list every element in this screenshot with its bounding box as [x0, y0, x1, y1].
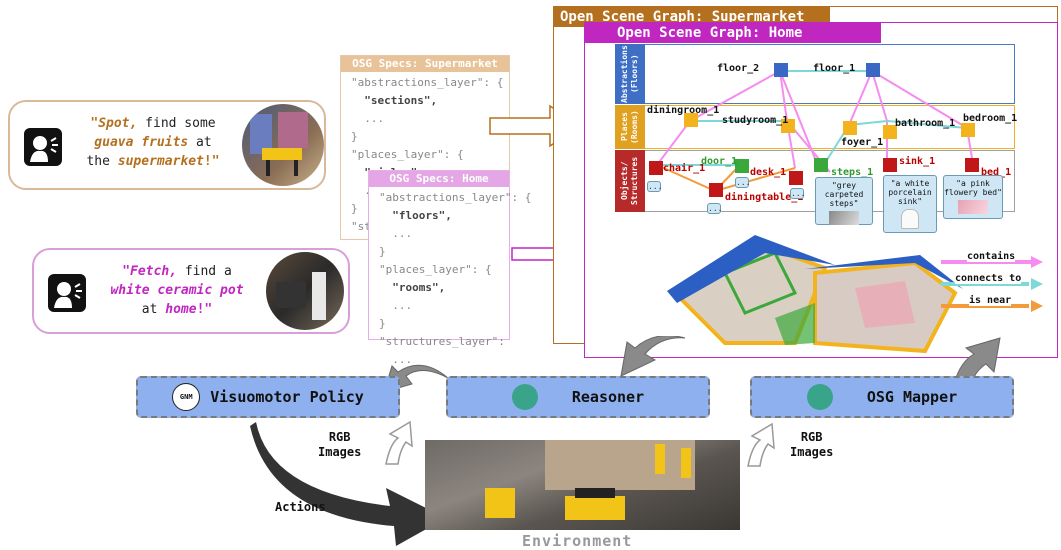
door-1-label: door_1 — [701, 156, 738, 167]
house-3d-illustration — [667, 235, 963, 354]
floor-2-cube — [774, 63, 788, 77]
rgb-arrow-right — [747, 422, 775, 467]
steps-1-cube — [814, 158, 828, 172]
sink-callout: "a white porcelain sink" — [883, 175, 937, 233]
actions-arrow — [250, 422, 446, 546]
floor-2-label: floor_2 — [717, 63, 760, 74]
bed-callout: "a pink flowery bed" — [943, 175, 1003, 219]
sink-thumbnail — [901, 209, 919, 229]
openai-logo-icon — [511, 384, 538, 410]
spec-line: "sections", — [351, 94, 438, 107]
bed-1-label: bed_1 — [981, 167, 1012, 178]
environment-photo — [425, 440, 740, 530]
legend-arrows — [941, 256, 1043, 312]
prompt-bubble-home: "Fetch, find a white ceramic pot at home… — [32, 248, 350, 334]
diningtable-1-label: diningtable_1 — [725, 192, 804, 203]
environment-label: Environment — [522, 532, 633, 550]
door-1-cube — [735, 159, 749, 173]
spec-line: "structures_layer": — [379, 335, 505, 348]
spec-line: "rooms", — [379, 281, 446, 294]
spec-line: } — [351, 202, 358, 215]
ellipsis-bubble: ... — [647, 181, 663, 192]
actions-label: Actions — [275, 500, 326, 514]
spot-robot-photo — [242, 104, 324, 186]
bed-1-cube — [965, 158, 979, 172]
ellipsis-bubble: ... — [707, 203, 723, 214]
sink-1-label: sink_1 — [899, 156, 936, 167]
legend-contains: contains — [967, 251, 1016, 262]
visuomotor-policy-label: Visuomotor Policy — [210, 388, 364, 406]
foyer-1-label: foyer_1 — [841, 137, 884, 148]
openai-logo-icon — [806, 384, 833, 410]
speaking-person-icon — [24, 128, 62, 166]
spec-lines: "abstractions_layer": { "sections", ...}… — [341, 72, 509, 238]
bedroom-1-label: bedroom_1 — [963, 113, 1018, 124]
legend-connects: connects to — [955, 273, 1022, 284]
osg-mapper-label: OSG Mapper — [866, 388, 958, 406]
prompt-bubble-supermarket: "Spot, find some guava fruits at the sup… — [8, 100, 326, 190]
spec-line: "abstractions_layer": { — [379, 191, 532, 204]
spec-line: ... — [351, 112, 385, 125]
studyroom-1-cube — [781, 119, 795, 133]
sink-1-cube — [883, 158, 897, 172]
bedroom-1-cube — [961, 123, 975, 137]
osg-home-title: Open Scene Graph: Home — [585, 23, 881, 43]
spec-line: ... — [379, 227, 413, 240]
rgb-images-label-right: RGB Images — [790, 430, 834, 459]
ellipsis-bubble: ... — [735, 177, 751, 188]
chair-1-cube — [649, 161, 663, 175]
visuomotor-policy-module: GNM Visuomotor Policy — [136, 376, 400, 418]
spec-title: OSG Specs: Home — [369, 171, 509, 187]
ellipsis-bubble: ... — [790, 188, 806, 199]
spec-line: "places_layer": { — [379, 263, 492, 276]
spec-lines: "abstractions_layer": { "floors", ...} "p… — [369, 187, 532, 371]
desk-1-label: desk_1 — [750, 167, 787, 178]
bathroom-1-cube — [883, 125, 897, 139]
rgb-images-label-left: RGB Images — [318, 430, 362, 459]
prompt-text-supermarket: "Spot, find some guava fruits at the sup… — [86, 116, 220, 169]
prompt-text-home: "Fetch, find a white ceramic pot at home… — [110, 264, 244, 317]
spec-line: "st — [351, 220, 371, 233]
steps-1-label: steps_1 — [831, 167, 874, 178]
studyroom-1-label: studyroom_1 — [722, 115, 789, 126]
fetch-robot-photo — [266, 252, 344, 330]
spec-card-home: OSG Specs: Home "abstractions_layer": { … — [368, 170, 531, 366]
diningroom-1-label: diningroom_1 — [647, 105, 720, 116]
legend-near: is near — [969, 295, 1012, 306]
spec-line: ... — [379, 353, 413, 366]
floor-1-cube — [866, 63, 880, 77]
steps-thumbnail — [829, 211, 859, 225]
gnm-icon: GNM — [172, 383, 201, 411]
bathroom-1-label: bathroom_1 — [895, 118, 956, 129]
desk-1-cube — [789, 171, 803, 185]
foyer-1-cube — [843, 121, 857, 135]
chair-1-label: chair_1 — [663, 163, 706, 174]
steps-callout: "grey carpeted steps" — [815, 177, 873, 225]
spec-line: "abstractions_layer": { — [351, 76, 504, 89]
spec-line: "floors", — [379, 209, 452, 222]
reasoner-module: Reasoner — [446, 376, 710, 418]
bed-thumbnail — [958, 200, 988, 214]
spec-line: } — [379, 245, 386, 258]
osg-home-panel: Open Scene Graph: Home Abstractions (Flo… — [584, 22, 1058, 358]
spec-title: OSG Specs: Supermarket — [341, 56, 509, 72]
spec-line: ... — [379, 299, 413, 312]
osg-mapper-module: OSG Mapper — [750, 376, 1014, 418]
spec-line: } — [379, 317, 386, 330]
spec-line: "places_layer": { — [351, 148, 464, 161]
diningtable-1-cube — [709, 183, 723, 197]
reasoner-label: Reasoner — [571, 388, 645, 406]
rgb-arrow-left — [385, 420, 413, 465]
spec-line: } — [351, 130, 358, 143]
floor-1-label: floor_1 — [813, 63, 856, 74]
diningroom-1-cube — [684, 113, 698, 127]
speaking-person-icon — [48, 274, 86, 312]
